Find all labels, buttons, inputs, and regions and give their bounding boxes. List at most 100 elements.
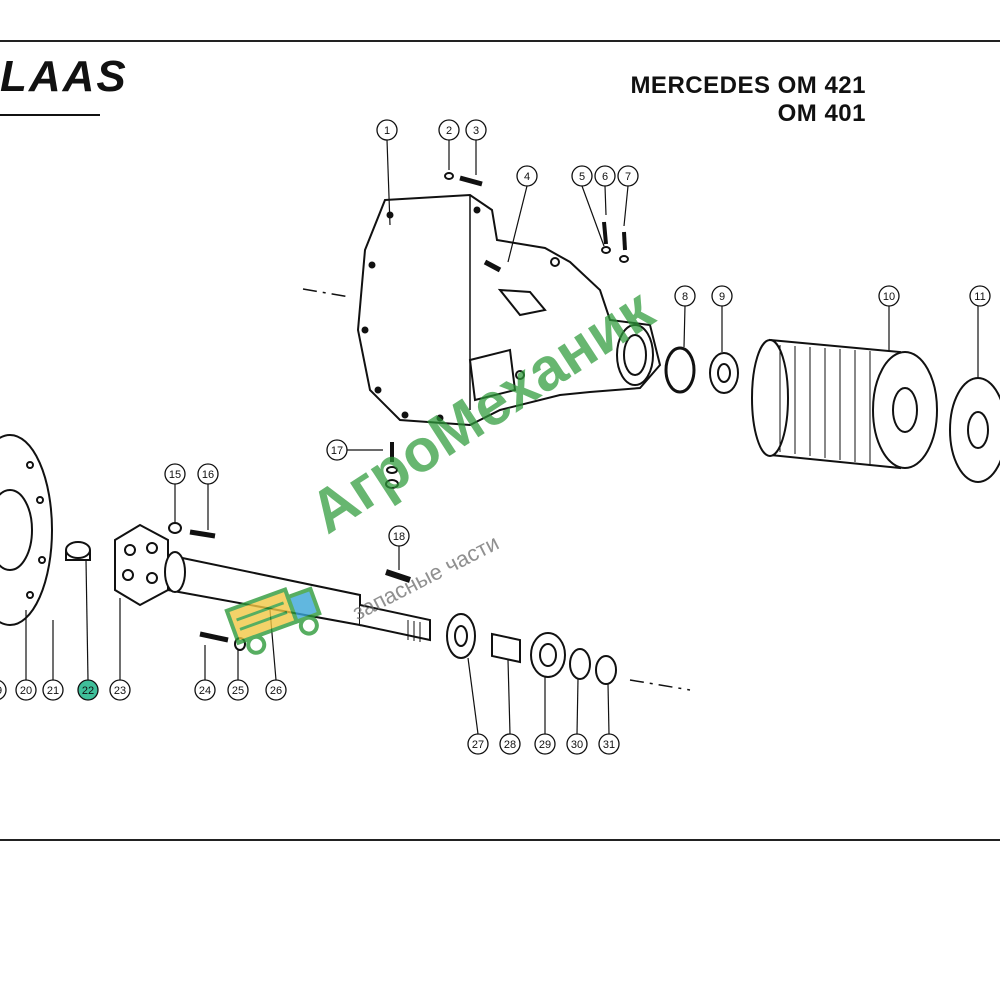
callout-6: 6 [594,165,616,187]
callout-number-19: 19 [0,685,2,697]
callout-number-22: 22 [82,685,94,697]
callout-number-30: 30 [571,739,583,751]
top-border-line [0,40,1000,42]
callout-circle-28 [499,733,521,755]
callout-circle-27 [467,733,489,755]
callout-29: 29 [534,733,556,755]
callout-number-5: 5 [579,171,585,183]
callout-circle-26 [265,679,287,701]
callout-19: 19 [0,680,7,700]
brand-underline [0,114,100,116]
callout-number-2: 2 [446,125,452,137]
callout-number-27: 27 [472,739,484,751]
callout-number-21: 21 [47,685,59,697]
flywheel [0,434,53,626]
callout-9: 9 [711,285,733,307]
brand-logo: LAAS [0,52,128,101]
callout-22: 22 [77,679,99,701]
callout-number-16: 16 [202,469,214,481]
callout-circle-25 [227,679,249,701]
engine-model-subtitle: OM 401 [777,100,866,127]
callout-number-11: 11 [974,291,985,303]
callout-circle-11 [969,285,991,307]
bushing [65,541,91,561]
callout-number-26: 26 [270,685,282,697]
callout-15: 15 [164,463,186,485]
callout-30: 30 [566,733,588,755]
callout-circle-3 [465,119,487,141]
callout-number-18: 18 [393,531,405,543]
callout-number-1: 1 [384,125,390,137]
elastic-coupling [114,523,169,607]
callout-21: 21 [42,679,64,701]
callout-circle-24 [194,679,216,701]
callout-number-15: 15 [169,469,181,481]
callout-circle-16 [197,463,219,485]
callout-17: 17 [326,439,348,461]
callout-18: 18 [388,525,410,547]
callout-circle-29 [534,733,556,755]
callout-23: 23 [109,679,131,701]
callout-layer: 1234567891011151617181920212223242526272… [0,119,991,755]
callout-16: 16 [197,463,219,485]
callout-3: 3 [465,119,487,141]
flange-disc [949,377,1000,483]
callout-1: 1 [376,119,398,141]
callout-number-24: 24 [199,685,211,697]
bearing-stack [446,613,617,685]
callout-number-9: 9 [719,291,725,303]
callout-number-10: 10 [883,291,895,303]
callout-circle-7 [617,165,639,187]
bottom-border-line [0,839,1000,841]
callout-circle-17 [326,439,348,461]
callout-number-29: 29 [539,739,551,751]
v-belt-pulley [751,338,938,470]
callout-20: 20 [15,679,37,701]
engine-model-title: MERCEDES OM 421 [630,72,866,99]
callout-11: 11 [969,285,991,307]
callout-number-23: 23 [114,685,126,697]
bolt-group-top [444,172,629,273]
callout-number-7: 7 [625,171,631,183]
callout-circle-2 [438,119,460,141]
callout-8: 8 [674,285,696,307]
snap-ring-and-washer [664,346,739,394]
key-18 [385,569,411,583]
callout-circle-4 [516,165,538,187]
callout-circle-21 [42,679,64,701]
callout-24: 24 [194,679,216,701]
callout-26: 26 [265,679,287,701]
callout-circle-19 [0,680,7,700]
callout-number-31: 31 [603,739,615,751]
callout-circle-6 [594,165,616,187]
callout-5: 5 [571,165,593,187]
callout-circle-30 [566,733,588,755]
callout-circle-10 [878,285,900,307]
callout-28: 28 [499,733,521,755]
callout-circle-8 [674,285,696,307]
callout-number-8: 8 [682,291,688,303]
callout-number-4: 4 [524,171,530,183]
callout-25: 25 [227,679,249,701]
callout-10: 10 [878,285,900,307]
callout-number-20: 20 [20,685,32,697]
bolt-nut-17 [385,442,399,489]
callout-number-17: 17 [331,445,343,457]
callout-4: 4 [516,165,538,187]
callout-circle-20 [15,679,37,701]
callout-circle-15 [164,463,186,485]
callout-circle-1 [376,119,398,141]
callout-7: 7 [617,165,639,187]
callout-circle-23 [109,679,131,701]
callout-circle-31 [598,733,620,755]
truck-logo-watermark [224,586,322,655]
callout-circle-22 [77,679,99,701]
callout-31: 31 [598,733,620,755]
callout-number-28: 28 [504,739,516,751]
callout-circle-18 [388,525,410,547]
callout-circle-5 [571,165,593,187]
callout-27: 27 [467,733,489,755]
callout-number-3: 3 [473,125,479,137]
